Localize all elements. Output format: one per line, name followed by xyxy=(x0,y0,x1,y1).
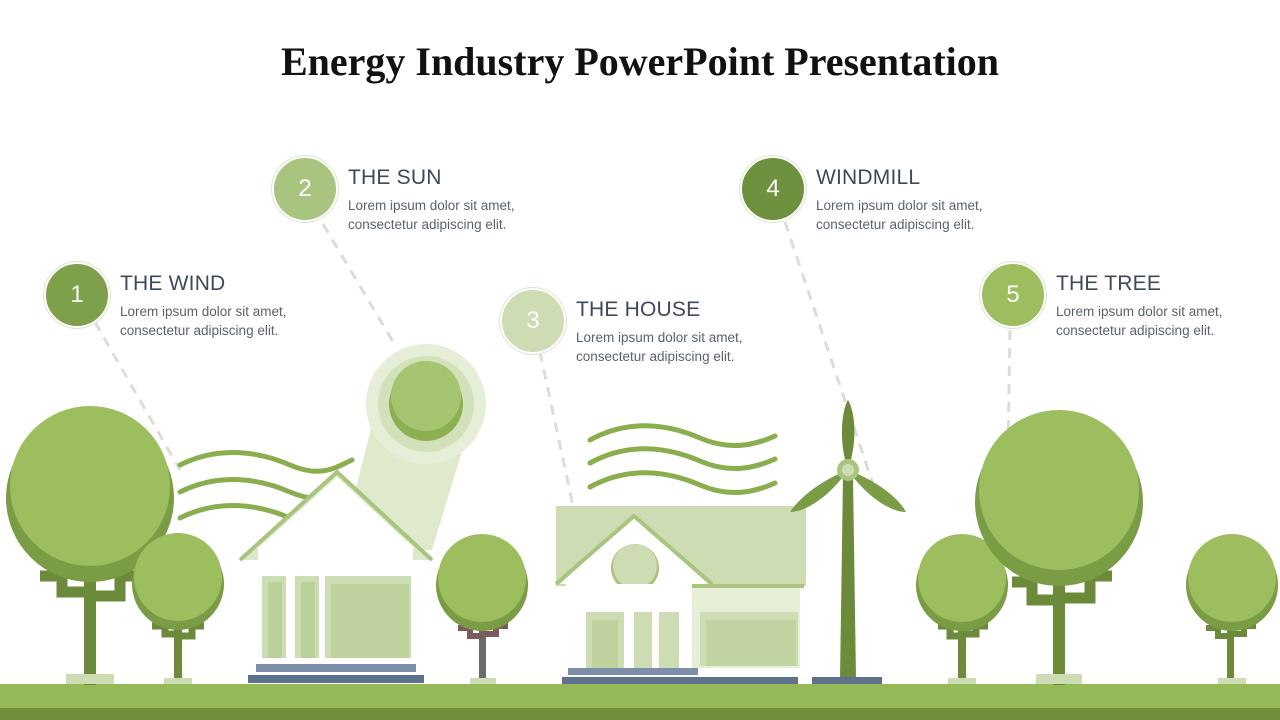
connector-lines xyxy=(93,221,1012,516)
item-description: Lorem ipsum dolor sit amet, consectetur … xyxy=(576,330,743,364)
slide-title: Energy Industry PowerPoint Presentation xyxy=(280,39,1000,84)
house-left xyxy=(238,469,434,683)
tree-small-1 xyxy=(132,533,224,684)
tree-right-large xyxy=(975,410,1143,685)
item-heading: THE WIND xyxy=(120,272,226,295)
windmill-icon xyxy=(790,400,906,684)
tree-small-2 xyxy=(436,534,528,684)
item-number-badge: 4 xyxy=(740,156,806,222)
ground xyxy=(0,684,1280,710)
item-number-badge: 2 xyxy=(272,156,338,222)
item-heading: THE SUN xyxy=(348,166,442,189)
house-middle xyxy=(554,506,806,684)
connector-4 xyxy=(783,221,877,491)
item-number-badge: 5 xyxy=(980,262,1046,328)
tree-small-3 xyxy=(916,534,1008,684)
connector-3 xyxy=(538,351,577,516)
connector-2 xyxy=(321,223,397,346)
sun-icon xyxy=(366,344,486,464)
item-description: Lorem ipsum dolor sit amet, consectetur … xyxy=(1056,304,1223,338)
item-heading: WINDMILL xyxy=(816,166,921,189)
item-number-badge: 3 xyxy=(500,288,566,354)
item-description: Lorem ipsum dolor sit amet, consectetur … xyxy=(120,304,287,338)
wind-waves-right xyxy=(587,423,778,495)
connector-5 xyxy=(1006,329,1012,456)
item-heading: THE HOUSE xyxy=(576,298,701,321)
item-description: Lorem ipsum dolor sit amet, consectetur … xyxy=(348,198,515,232)
tree-small-4 xyxy=(1186,534,1278,684)
item-number-badge: 1 xyxy=(44,262,110,328)
item-heading: THE TREE xyxy=(1056,272,1162,295)
item-description: Lorem ipsum dolor sit amet, consectetur … xyxy=(816,198,983,232)
ground-edge xyxy=(0,708,1280,720)
tree-left-large xyxy=(6,406,174,685)
